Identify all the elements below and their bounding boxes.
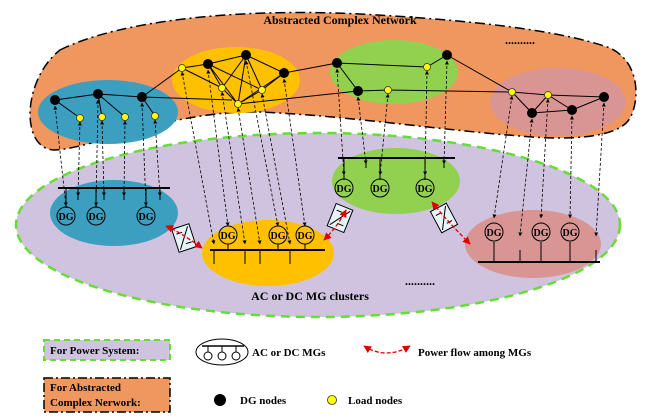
load-node: [508, 88, 516, 96]
top-ellipsis: ..........: [505, 33, 535, 47]
power-flow-arrow: [431, 201, 471, 245]
top-blue-region: [38, 80, 178, 144]
dg-node: [567, 105, 577, 115]
dg-generator: DG: [295, 225, 315, 245]
bottom-ellipsis: ..........: [405, 274, 435, 288]
mg-cluster-region: [14, 131, 622, 319]
mg-yellow-bus: [210, 244, 325, 264]
dg-node: [332, 58, 342, 68]
mg-green-bus: [338, 157, 455, 180]
dg-generator: DG: [268, 225, 288, 245]
dg-generator: DG: [218, 225, 238, 245]
dg-generator: DG: [560, 222, 580, 242]
legend-load-nodes-label: Load nodes: [348, 395, 403, 407]
dg-node: [527, 108, 537, 118]
legend: For Power System: For Abstracted Complex…: [43, 338, 532, 413]
cluster-label: AC or DC MG clusters: [251, 289, 369, 303]
legend-dg-nodes-label: DG nodes: [240, 395, 287, 407]
load-node: [384, 86, 392, 94]
legend-mg-icon: [195, 338, 249, 366]
top-pink-region: [490, 68, 626, 136]
svg-text:DG: DG: [139, 212, 154, 223]
dg-generator: DG: [136, 206, 156, 226]
mg-blue-bus: [58, 187, 170, 208]
dg-generator: DG: [484, 222, 504, 242]
legend-abstracted-swatch: [43, 377, 171, 413]
diagram-title: Abstracted Complex Network: [263, 13, 417, 27]
load-node: [76, 114, 84, 122]
mg-pink-bus: [478, 242, 600, 263]
dg-node: [241, 50, 251, 60]
power-flow-arrow: [165, 225, 203, 249]
dg-node: [279, 68, 289, 78]
layer-connectors: [53, 60, 606, 245]
svg-text:DG: DG: [373, 184, 388, 195]
power-flow-arrows: [165, 201, 471, 249]
dg-generator: DG: [56, 206, 76, 226]
dg-generator: DG: [370, 178, 390, 198]
dg-generator: DG: [86, 206, 106, 226]
svg-text:DG: DG: [89, 212, 104, 223]
dg-node: [50, 95, 60, 105]
legend-load-node-marker: [327, 395, 337, 405]
svg-text:DG: DG: [271, 231, 286, 242]
mg-yellow-region: [202, 220, 334, 286]
svg-text:DG: DG: [487, 228, 502, 239]
dg-node: [599, 92, 609, 102]
load-node: [258, 86, 266, 94]
dg-generator: DG: [415, 178, 435, 198]
legend-power-flow-label: Power flow among MGs: [418, 347, 532, 359]
mg-pink-region: [465, 210, 601, 278]
load-node: [423, 63, 431, 71]
svg-text:DG: DG: [418, 184, 433, 195]
dg-node: [137, 92, 147, 102]
dg-node-group: [50, 50, 609, 118]
svg-text:DG: DG: [221, 231, 236, 242]
legend-power-system-label: For Power System:: [50, 345, 139, 357]
svg-text:DG: DG: [59, 212, 74, 223]
dg-generator: DG: [334, 178, 354, 198]
dg-generators: DG DG DG DG DG DG DG DG DG DG DG DG: [56, 178, 580, 245]
legend-power-flow-arrow: [363, 345, 411, 354]
legend-dg-node-marker: [214, 394, 226, 406]
svg-text:DG: DG: [337, 184, 352, 195]
legend-power-system-swatch: [43, 339, 171, 361]
legend-abstracted-label-2: Complex Nerwork:: [50, 397, 141, 409]
top-green-region: [330, 40, 458, 104]
svg-text:DG: DG: [563, 228, 578, 239]
legend-mgs-label: AC or DC MGs: [252, 347, 326, 359]
svg-text:DG: DG: [298, 231, 313, 242]
load-node: [178, 64, 186, 72]
dg-node: [353, 86, 363, 96]
dg-node: [203, 59, 213, 69]
load-node: [218, 84, 226, 92]
legend-abstracted-label-1: For Abstracted: [50, 382, 121, 394]
svg-text:DG: DG: [534, 228, 549, 239]
dg-generator: DG: [531, 222, 551, 242]
load-node: [98, 113, 106, 121]
load-node: [151, 112, 159, 120]
load-node: [234, 100, 242, 108]
power-flow-arrow: [323, 209, 347, 241]
load-node: [121, 113, 129, 121]
dg-node: [442, 50, 452, 60]
dg-node: [93, 89, 103, 99]
load-node: [544, 91, 552, 99]
